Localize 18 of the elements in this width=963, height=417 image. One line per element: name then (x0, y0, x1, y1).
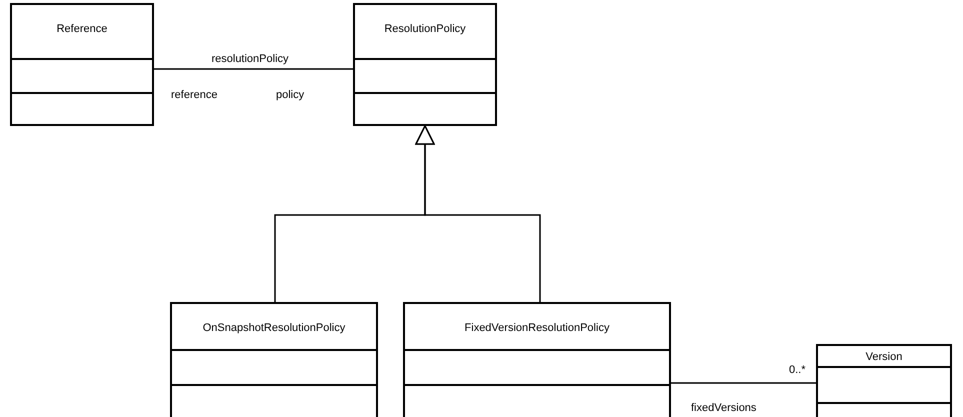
class-box (403, 302, 671, 417)
class-box (816, 344, 952, 417)
role-name: reference (170, 89, 218, 101)
generalization-arrow (415, 125, 541, 302)
class-box (353, 3, 497, 126)
class-name: FixedVersionResolutionPolicy (464, 322, 610, 334)
class-box (10, 3, 154, 126)
class-name: OnSnapshotResolutionPolicy (202, 322, 346, 334)
association-line (671, 382, 816, 384)
class-name: Version (864, 351, 904, 363)
class-box (170, 302, 378, 417)
role-name: policy (275, 89, 306, 101)
class-name: ResolutionPolicy (383, 23, 467, 35)
role-name: fixedVersions (690, 402, 758, 414)
multiplicity: 0..* (788, 364, 807, 376)
association-line (154, 68, 353, 70)
edge-label: resolutionPolicy (210, 53, 290, 65)
class-name: Reference (56, 23, 108, 35)
